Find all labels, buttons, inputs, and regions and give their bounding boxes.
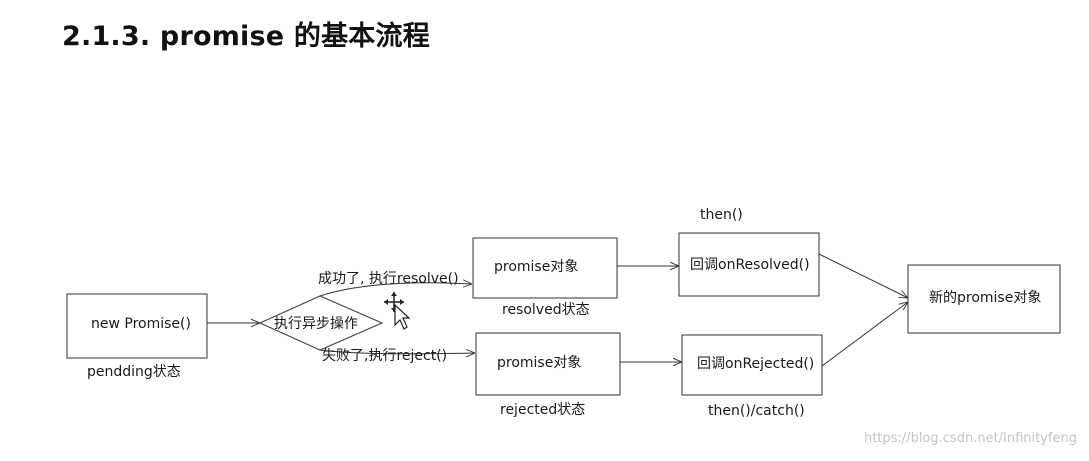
rejected-state-label: rejected状态 [500, 402, 585, 418]
edge-rejected-to-new-promise [821, 302, 908, 367]
pending-state-label: pendding状态 [87, 364, 181, 380]
new-promise-object-label: 新的promise对象 [929, 290, 1041, 306]
on-rejected-label: 回调onRejected() [697, 356, 814, 372]
then-catch-label: then()/catch() [708, 403, 805, 419]
edge-failure-label: 失败了,执行reject() [322, 348, 447, 364]
watermark-text: https://blog.csdn.net/Infinityfeng [863, 431, 1077, 446]
edge-success-label: 成功了, 执行resolve() [318, 271, 459, 287]
cursor-icon [384, 292, 411, 330]
new-promise-box [66, 293, 208, 359]
new-promise-object-box [907, 264, 1061, 334]
promise-object-rejected-box [475, 332, 621, 396]
edge-success [319, 283, 472, 297]
edge-resolved-to-new-promise [818, 253, 908, 298]
async-operation-label: 执行异步操作 [274, 316, 358, 332]
promise-object-rejected-label: promise对象 [497, 355, 581, 371]
new-promise-label: new Promise() [91, 316, 191, 332]
on-resolved-box [678, 232, 820, 297]
on-resolved-label: 回调onResolved() [690, 257, 810, 273]
promise-object-resolved-label: promise对象 [494, 259, 578, 275]
promise-object-resolved-box [472, 237, 618, 299]
async-operation-diamond [258, 295, 384, 351]
resolved-state-label: resolved状态 [502, 302, 590, 318]
page-title: 2.1.3. promise 的基本流程 [62, 21, 430, 52]
then-label: then() [700, 207, 743, 223]
on-rejected-box [681, 334, 823, 396]
edge-failure [319, 350, 475, 354]
